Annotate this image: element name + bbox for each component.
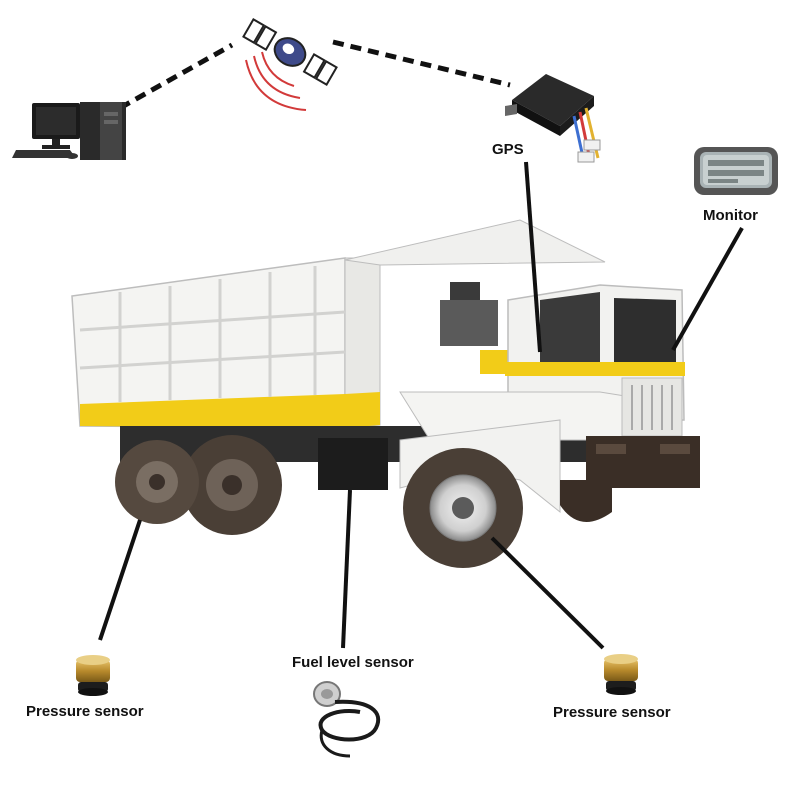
fuel-sensor-label: Fuel level sensor	[292, 654, 414, 671]
gps-tracker-icon	[505, 74, 601, 163]
tpms-monitor-icon	[694, 147, 778, 195]
link-computer-satellite	[118, 42, 234, 111]
tire-pressure-sensor-icon	[604, 654, 638, 695]
dump-truck	[71, 219, 700, 568]
monitor-label: Monitor	[703, 207, 758, 224]
fuel-level-sensor-icon	[313, 681, 381, 758]
link-satellite-gps	[332, 39, 511, 88]
connector-fuel	[341, 489, 352, 649]
pressure-sensor-right-label: Pressure sensor	[553, 704, 671, 721]
satellite-icon	[242, 17, 338, 111]
connector-pressure-right	[490, 536, 605, 650]
connector-gps	[524, 161, 542, 353]
connector-pressure-left	[98, 519, 142, 641]
pressure-sensor-left-label: Pressure sensor	[26, 703, 144, 720]
gps-label: GPS	[492, 141, 524, 158]
tire-pressure-sensor-icon	[76, 655, 110, 696]
computer-icon	[12, 102, 126, 160]
connector-monitor	[671, 227, 744, 351]
